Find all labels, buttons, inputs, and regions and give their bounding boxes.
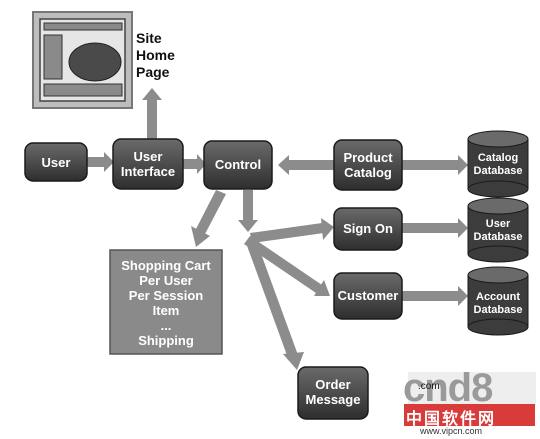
watermark-logo <box>408 372 536 406</box>
arrowhead-order <box>283 352 304 370</box>
arrow-ui-to-control <box>183 159 197 169</box>
arrow-catalog-to-control <box>288 160 334 170</box>
arrowhead-control-left <box>278 155 289 175</box>
arrow-branch-order <box>246 240 298 358</box>
arrowhead-signon <box>321 218 334 240</box>
arrow-signon-to-db <box>401 223 459 233</box>
arrow-branch-signon <box>250 223 324 243</box>
arrows <box>87 88 468 370</box>
node-sign-on <box>333 207 403 251</box>
shopping-cart-label: Shopping Cart Per User Per Session Item … <box>121 258 211 348</box>
control-label: Control <box>214 157 262 172</box>
node-order-message <box>297 366 369 420</box>
site-home-page-label: Site Home Page <box>136 30 175 80</box>
customer-label: Customer <box>337 288 399 303</box>
arrowhead-user-db <box>458 218 468 238</box>
arrow-branch-customer <box>244 236 322 293</box>
database-nodes <box>467 130 529 336</box>
node-control <box>203 140 273 190</box>
arrowhead-down <box>238 220 258 232</box>
arrow-user-to-ui <box>87 157 104 167</box>
user-database-label: User Database <box>473 218 523 243</box>
catalog-database-label: Catalog Database <box>473 152 523 177</box>
node-product-catalog <box>333 139 403 191</box>
user-label: User <box>41 155 71 170</box>
account-database-cylinder <box>467 266 529 336</box>
process-nodes <box>24 138 403 420</box>
arrowhead-cart <box>191 226 210 247</box>
account-database-label: Account Database <box>473 291 523 316</box>
watermark-com: .com <box>418 381 440 392</box>
watermark-logo-text: cnd8 <box>403 366 493 410</box>
product-catalog-label: Product Catalog <box>343 150 393 180</box>
user-interface-label: User Interface <box>120 149 176 179</box>
site-home-page-image <box>32 11 133 109</box>
arrowhead-catalog-db <box>458 155 468 175</box>
arrow-catalog-to-db <box>401 160 459 170</box>
arrowhead-account-db <box>458 286 468 306</box>
arrow-control-to-cart <box>196 190 226 234</box>
watermark-chinese: 中国软件网 <box>406 411 497 428</box>
arrowhead-ui <box>104 152 114 172</box>
user-database-cylinder <box>467 197 529 263</box>
arrowhead-site <box>142 88 162 100</box>
arrow-customer-to-db <box>401 291 459 301</box>
shopping-cart-box <box>109 249 223 355</box>
node-user-interface <box>112 138 184 190</box>
arrow-ui-to-site <box>147 100 157 140</box>
watermark-url: www.vipcn.com <box>420 426 483 436</box>
watermark-bar <box>404 404 535 426</box>
arrowhead-customer <box>314 280 330 296</box>
sign-on-label: Sign On <box>343 221 393 236</box>
node-customer <box>333 272 403 320</box>
node-user <box>24 142 88 182</box>
arrow-control-down <box>243 190 253 220</box>
order-message-label: Order Message <box>305 377 361 407</box>
catalog-database-cylinder <box>467 130 529 198</box>
arrowhead-control <box>197 154 206 174</box>
